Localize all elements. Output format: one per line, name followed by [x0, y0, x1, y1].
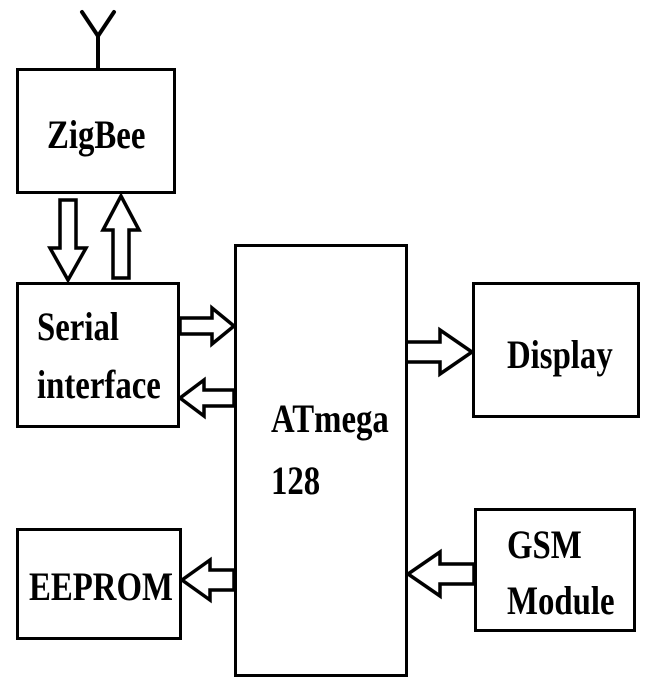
gsm-module-label-line2: Module [507, 578, 615, 623]
serial-interface-label-line1: Serial [37, 304, 119, 349]
arrow-serial-to-atmega [178, 304, 237, 348]
display-block: Display [472, 282, 640, 418]
serial-interface-label-line2: interface [37, 362, 161, 407]
arrow-atmega-to-serial [177, 376, 236, 420]
atmega-label-line1: ATmega [271, 396, 389, 441]
arrow-serial-to-zigbee [100, 192, 142, 280]
zigbee-label: ZigBee [47, 112, 146, 157]
atmega-label-line2: 128 [271, 458, 321, 503]
display-label: Display [507, 332, 613, 377]
atmega-block: ATmega 128 [234, 244, 408, 677]
arrow-atmega-to-display [404, 326, 476, 378]
gsm-module-label-line1: GSM [507, 522, 582, 567]
antenna-icon [80, 10, 116, 70]
gsm-module-block: GSM Module [474, 508, 636, 632]
arrow-atmega-to-eeprom [178, 556, 236, 604]
eeprom-block: EEPROM [16, 528, 182, 640]
serial-interface-block: Serial interface [16, 282, 180, 428]
zigbee-block: ZigBee [16, 68, 176, 194]
eeprom-label: EEPROM [29, 564, 173, 609]
arrow-zigbee-to-serial [47, 198, 89, 284]
arrow-gsm-to-atmega [404, 548, 476, 600]
